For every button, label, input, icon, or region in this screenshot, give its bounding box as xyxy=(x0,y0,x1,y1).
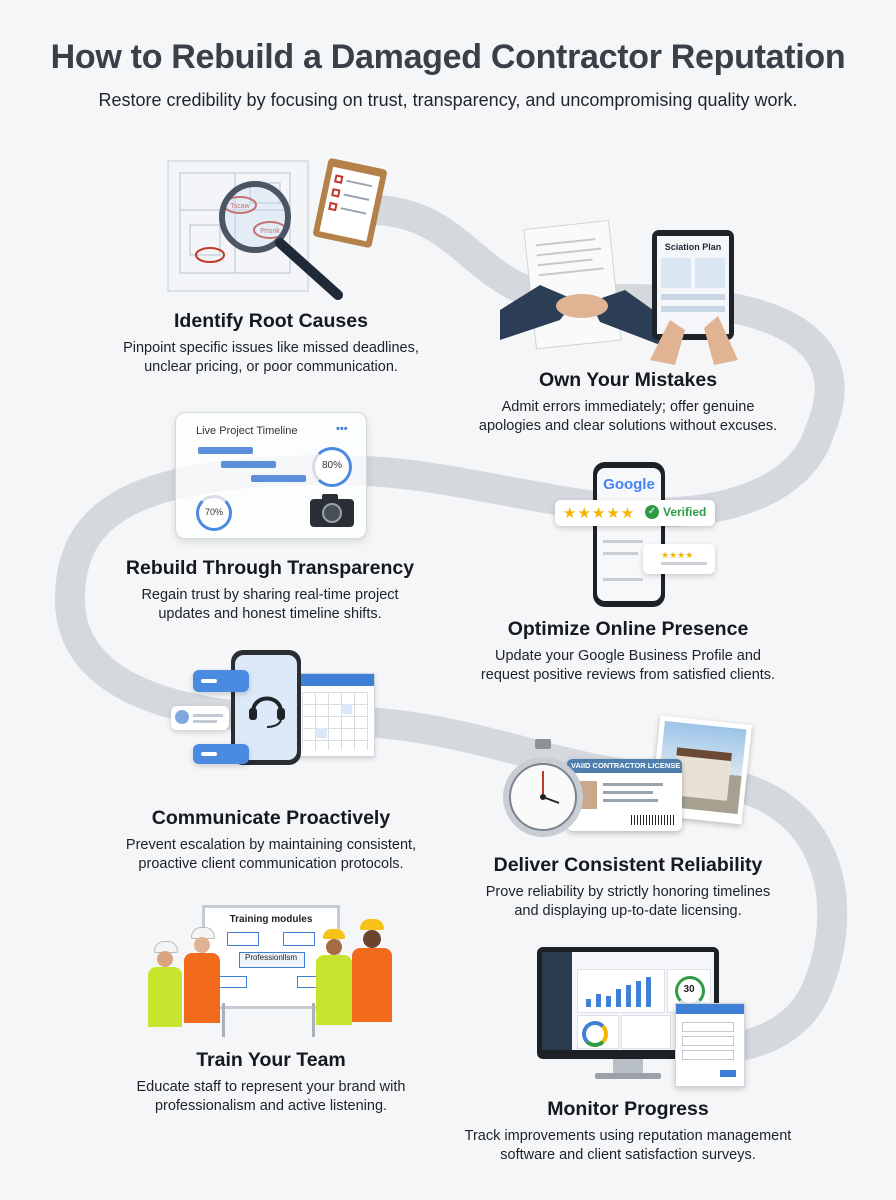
step-communicate-proactively: Communicate Proactively Prevent escalati… xyxy=(71,807,471,874)
timeline-bar xyxy=(251,475,306,482)
monitor-dashboard-icon: 30 xyxy=(535,945,780,1090)
step-title: Rebuild Through Transparency xyxy=(125,557,415,579)
handshake xyxy=(556,294,608,318)
step-desc-line1: Educate staff to represent your brand wi… xyxy=(136,1079,406,1095)
barcode xyxy=(631,815,675,825)
timeline-bar xyxy=(221,461,276,468)
worker-figure xyxy=(316,929,352,1039)
step-desc-line2: apologies and clear solutions without ex… xyxy=(478,418,778,434)
verified-label: Verified xyxy=(663,505,707,519)
license-card: VAIID CONTRACTOR LICENSE xyxy=(567,759,682,831)
training-title: Training modules xyxy=(229,914,313,925)
calendar xyxy=(295,673,375,757)
chat-bubble-icon xyxy=(193,670,249,692)
step-desc-line2: unclear pricing, or poor communication. xyxy=(144,359,398,375)
step-desc-line1: Track improvements using reputation mana… xyxy=(464,1128,792,1144)
progress-ring: 80% xyxy=(312,447,352,487)
page-subtitle: Restore credibility by focusing on trust… xyxy=(98,90,798,110)
step-desc-line1: Prove reliability by strictly honoring t… xyxy=(485,884,771,900)
dashboard-score: 30 xyxy=(683,984,695,995)
worker-figure xyxy=(184,927,220,1039)
smartphone xyxy=(231,650,301,765)
step-own-your-mistakes: Own Your Mistakes Admit errors immediate… xyxy=(428,369,828,436)
step-title: Own Your Mistakes xyxy=(538,369,718,391)
chat-bubble-icon xyxy=(193,744,249,764)
progress-percent: 70% xyxy=(204,507,223,517)
plan-title: Sciation Plan xyxy=(665,242,722,252)
step-desc-line1: Regain trust by sharing real-time projec… xyxy=(141,587,399,603)
mini-chart-widget xyxy=(621,1015,671,1049)
step-desc-line1: Prevent escalation by maintaining consis… xyxy=(125,837,417,853)
step-monitor-progress: Monitor Progress Track improvements usin… xyxy=(428,1098,828,1165)
step-desc-line2: updates and honest timeline shifts. xyxy=(158,606,382,622)
step-title: Train Your Team xyxy=(196,1049,346,1071)
step-desc-line2: and displaying up-to-date licensing. xyxy=(514,903,742,919)
step-title: Monitor Progress xyxy=(547,1098,709,1120)
step-identify-root-causes: Identify Root Causes Pinpoint specific i… xyxy=(71,310,471,377)
progress-percent: 80% xyxy=(321,460,342,471)
google-logo: Google xyxy=(603,476,655,493)
handshake-tablet-icon: Sciation Plan xyxy=(500,220,738,365)
five-star-rating-icon: ★★★★★ xyxy=(563,505,636,522)
red-mark xyxy=(195,247,225,263)
page-title: How to Rebuild a Damaged Contractor Repu… xyxy=(50,38,846,76)
step-desc-line2: professionalism and active listening. xyxy=(154,1098,388,1114)
step-rebuild-through-transparency: Rebuild Through Transparency Regain trus… xyxy=(70,557,470,624)
timeline-title: Live Project Timeline xyxy=(196,425,298,437)
training-center-label: Professionllsm xyxy=(244,953,297,962)
document-paper xyxy=(523,220,622,350)
step-desc-line2: request positive reviews from satisfied … xyxy=(480,667,776,683)
step-optimize-online-presence: Optimize Online Presence Update your Goo… xyxy=(428,618,828,685)
stamp-text-a: Tscaw xyxy=(230,203,250,210)
check-icon: ✓ xyxy=(645,505,659,519)
menu-dots-icon: ••• xyxy=(336,423,348,435)
review-card: ★★★★★ ✓ Verified xyxy=(555,500,715,526)
contact-bubble-icon xyxy=(171,706,229,730)
stopwatch-icon xyxy=(503,739,583,837)
step-title: Deliver Consistent Reliability xyxy=(493,854,763,876)
step-train-your-team: Train Your Team Educate staff to represe… xyxy=(71,1049,471,1116)
magnifier-lens xyxy=(219,181,291,253)
license-title: VAIID CONTRACTOR LICENSE xyxy=(571,761,681,770)
donut-widget xyxy=(577,1015,619,1049)
step-desc-line2: software and client satisfaction surveys… xyxy=(500,1147,756,1163)
headset-icon xyxy=(249,696,285,728)
stamp-text-b: Prisnk xyxy=(260,228,280,235)
progress-ring: 70% xyxy=(196,495,232,531)
bar-chart-widget xyxy=(577,969,665,1013)
phone-headset-calendar-icon xyxy=(165,648,380,768)
magnifier-handle xyxy=(275,238,343,300)
stopwatch-license-icon: VAIID CONTRACTOR LICENSE xyxy=(495,715,765,845)
step-deliver-consistent-reliability: Deliver Consistent Reliability Prove rel… xyxy=(428,854,828,921)
step-title: Optimize Online Presence xyxy=(507,618,749,640)
step-desc-line1: Update your Google Business Profile and xyxy=(495,648,761,664)
star-rating-icon: ★★★★ xyxy=(661,550,694,560)
step-title: Identify Root Causes xyxy=(174,310,368,332)
worker-figure xyxy=(352,919,392,1039)
rating-card: ★★★★ xyxy=(643,544,715,574)
step-desc-line2: proactive client communication protocols… xyxy=(138,856,404,872)
satisfaction-survey-form xyxy=(675,1003,745,1087)
step-desc-line1: Admit errors immediately; offer genuine xyxy=(501,399,755,415)
timeline-bar xyxy=(198,447,253,454)
step-title: Communicate Proactively xyxy=(151,807,391,829)
magnifier-clipboard-icon: Tscaw Prisnk xyxy=(167,158,387,300)
dashboard-sidebar xyxy=(542,952,572,1050)
user-avatar-icon xyxy=(175,710,189,724)
timeline-camera-icon: Live Project Timeline ••• 80% 70% xyxy=(175,412,367,539)
phone-reviews-icon: Google ★★★★★ ✓ Verified ★★★★ xyxy=(555,460,720,610)
road-path xyxy=(54,194,848,1065)
team-whiteboard-icon: Training modules Professionllsm xyxy=(140,903,395,1043)
worker-figure xyxy=(148,941,182,1039)
camera-icon xyxy=(310,494,354,527)
left-sleeve xyxy=(500,285,575,340)
step-desc-line1: Pinpoint specific issues like missed dea… xyxy=(123,340,419,356)
